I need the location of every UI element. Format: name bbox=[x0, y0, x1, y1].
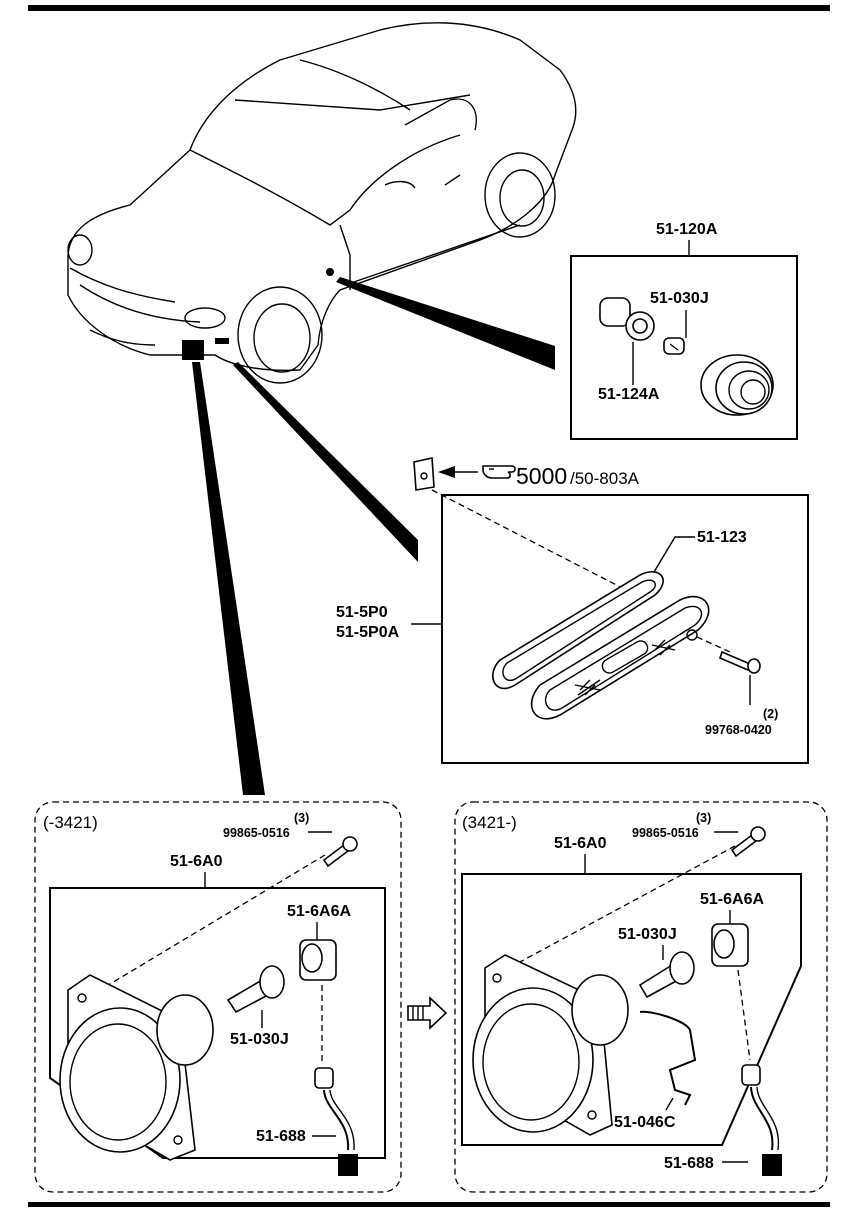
left-fog-lamp-part bbox=[59, 974, 214, 1161]
right-fog-lamp-part bbox=[472, 954, 629, 1136]
left-harness-label: 51-688 bbox=[256, 1128, 306, 1145]
right-range: (3421-) bbox=[462, 813, 517, 832]
left-harness-part bbox=[314, 1067, 358, 1176]
right-bulb-label: 51-030J bbox=[618, 926, 677, 943]
left-range: (-3421) bbox=[43, 813, 98, 832]
screw-part-no: 99768-0420 bbox=[705, 723, 772, 737]
car-illustration bbox=[67, 22, 577, 384]
arrow-left-icon bbox=[438, 466, 455, 478]
left-screw-icon bbox=[322, 836, 358, 868]
right-screw-qty: (3) bbox=[696, 811, 711, 825]
right-fog-lamp-label: 51-6A0 bbox=[554, 835, 607, 852]
right-socket-part bbox=[711, 923, 749, 967]
bottom-border bbox=[28, 1202, 830, 1207]
side-lamp-box: 51-120A 51-030J 51-124A bbox=[570, 221, 798, 440]
right-bulb-part bbox=[638, 951, 695, 999]
screw-qty: (2) bbox=[763, 707, 778, 721]
left-bulb-label: 51-030J bbox=[230, 1031, 289, 1048]
side-marker-box: 51-123 51-5P0 51-5P0A (2) 99768-0420 bbox=[336, 489, 809, 764]
ref-page: 5000 bbox=[516, 463, 567, 489]
side-marker-2-label: 51-5P0A bbox=[336, 624, 400, 641]
side-marker-part bbox=[530, 595, 710, 720]
right-socket-label: 51-6A6A bbox=[700, 891, 764, 908]
gasket-label: 51-123 bbox=[697, 529, 747, 546]
leader-fog-lamp bbox=[192, 362, 265, 795]
side-bulb-part bbox=[663, 337, 685, 355]
left-socket-part bbox=[299, 939, 337, 981]
ref-sub: /50-803A bbox=[570, 469, 640, 488]
right-clip-part bbox=[639, 1010, 697, 1106]
right-clip-label: 51-046C bbox=[614, 1114, 676, 1131]
left-fog-lamp-label: 51-6A0 bbox=[170, 853, 223, 870]
side-bulb-label: 51-030J bbox=[650, 290, 709, 307]
side-lamp-assy-label: 51-120A bbox=[656, 221, 718, 238]
right-screw-part: 99865-0516 bbox=[632, 826, 699, 840]
left-screw-qty: (3) bbox=[294, 811, 309, 825]
left-bulb-part bbox=[226, 965, 285, 1014]
ref-5000: 5000 /50-803A bbox=[413, 457, 640, 491]
side-socket-label: 51-124A bbox=[598, 386, 660, 403]
screw-part bbox=[719, 650, 761, 674]
gasket-part bbox=[491, 570, 664, 690]
leader-side-lamp bbox=[336, 277, 555, 370]
right-harness-label: 51-688 bbox=[664, 1155, 714, 1172]
leader-side-marker bbox=[233, 362, 418, 562]
arrow-right-icon bbox=[407, 996, 448, 1030]
right-harness-part bbox=[741, 1064, 782, 1176]
side-lens-part bbox=[700, 354, 774, 416]
left-screw-part: 99865-0516 bbox=[223, 826, 290, 840]
side-marker-1-label: 51-5P0 bbox=[336, 604, 388, 621]
left-socket-label: 51-6A6A bbox=[287, 903, 351, 920]
side-socket-part bbox=[599, 297, 655, 341]
pointing-hand-icon bbox=[482, 465, 516, 479]
right-panel: (3421-) (3) 99865-0516 51-6A0 51-6A6A 51… bbox=[454, 801, 828, 1193]
right-screw-icon bbox=[730, 826, 766, 858]
left-panel: (-3421) (3) 99865-0516 51-6A0 51-6A6A 51… bbox=[34, 801, 402, 1193]
top-border bbox=[28, 5, 830, 11]
